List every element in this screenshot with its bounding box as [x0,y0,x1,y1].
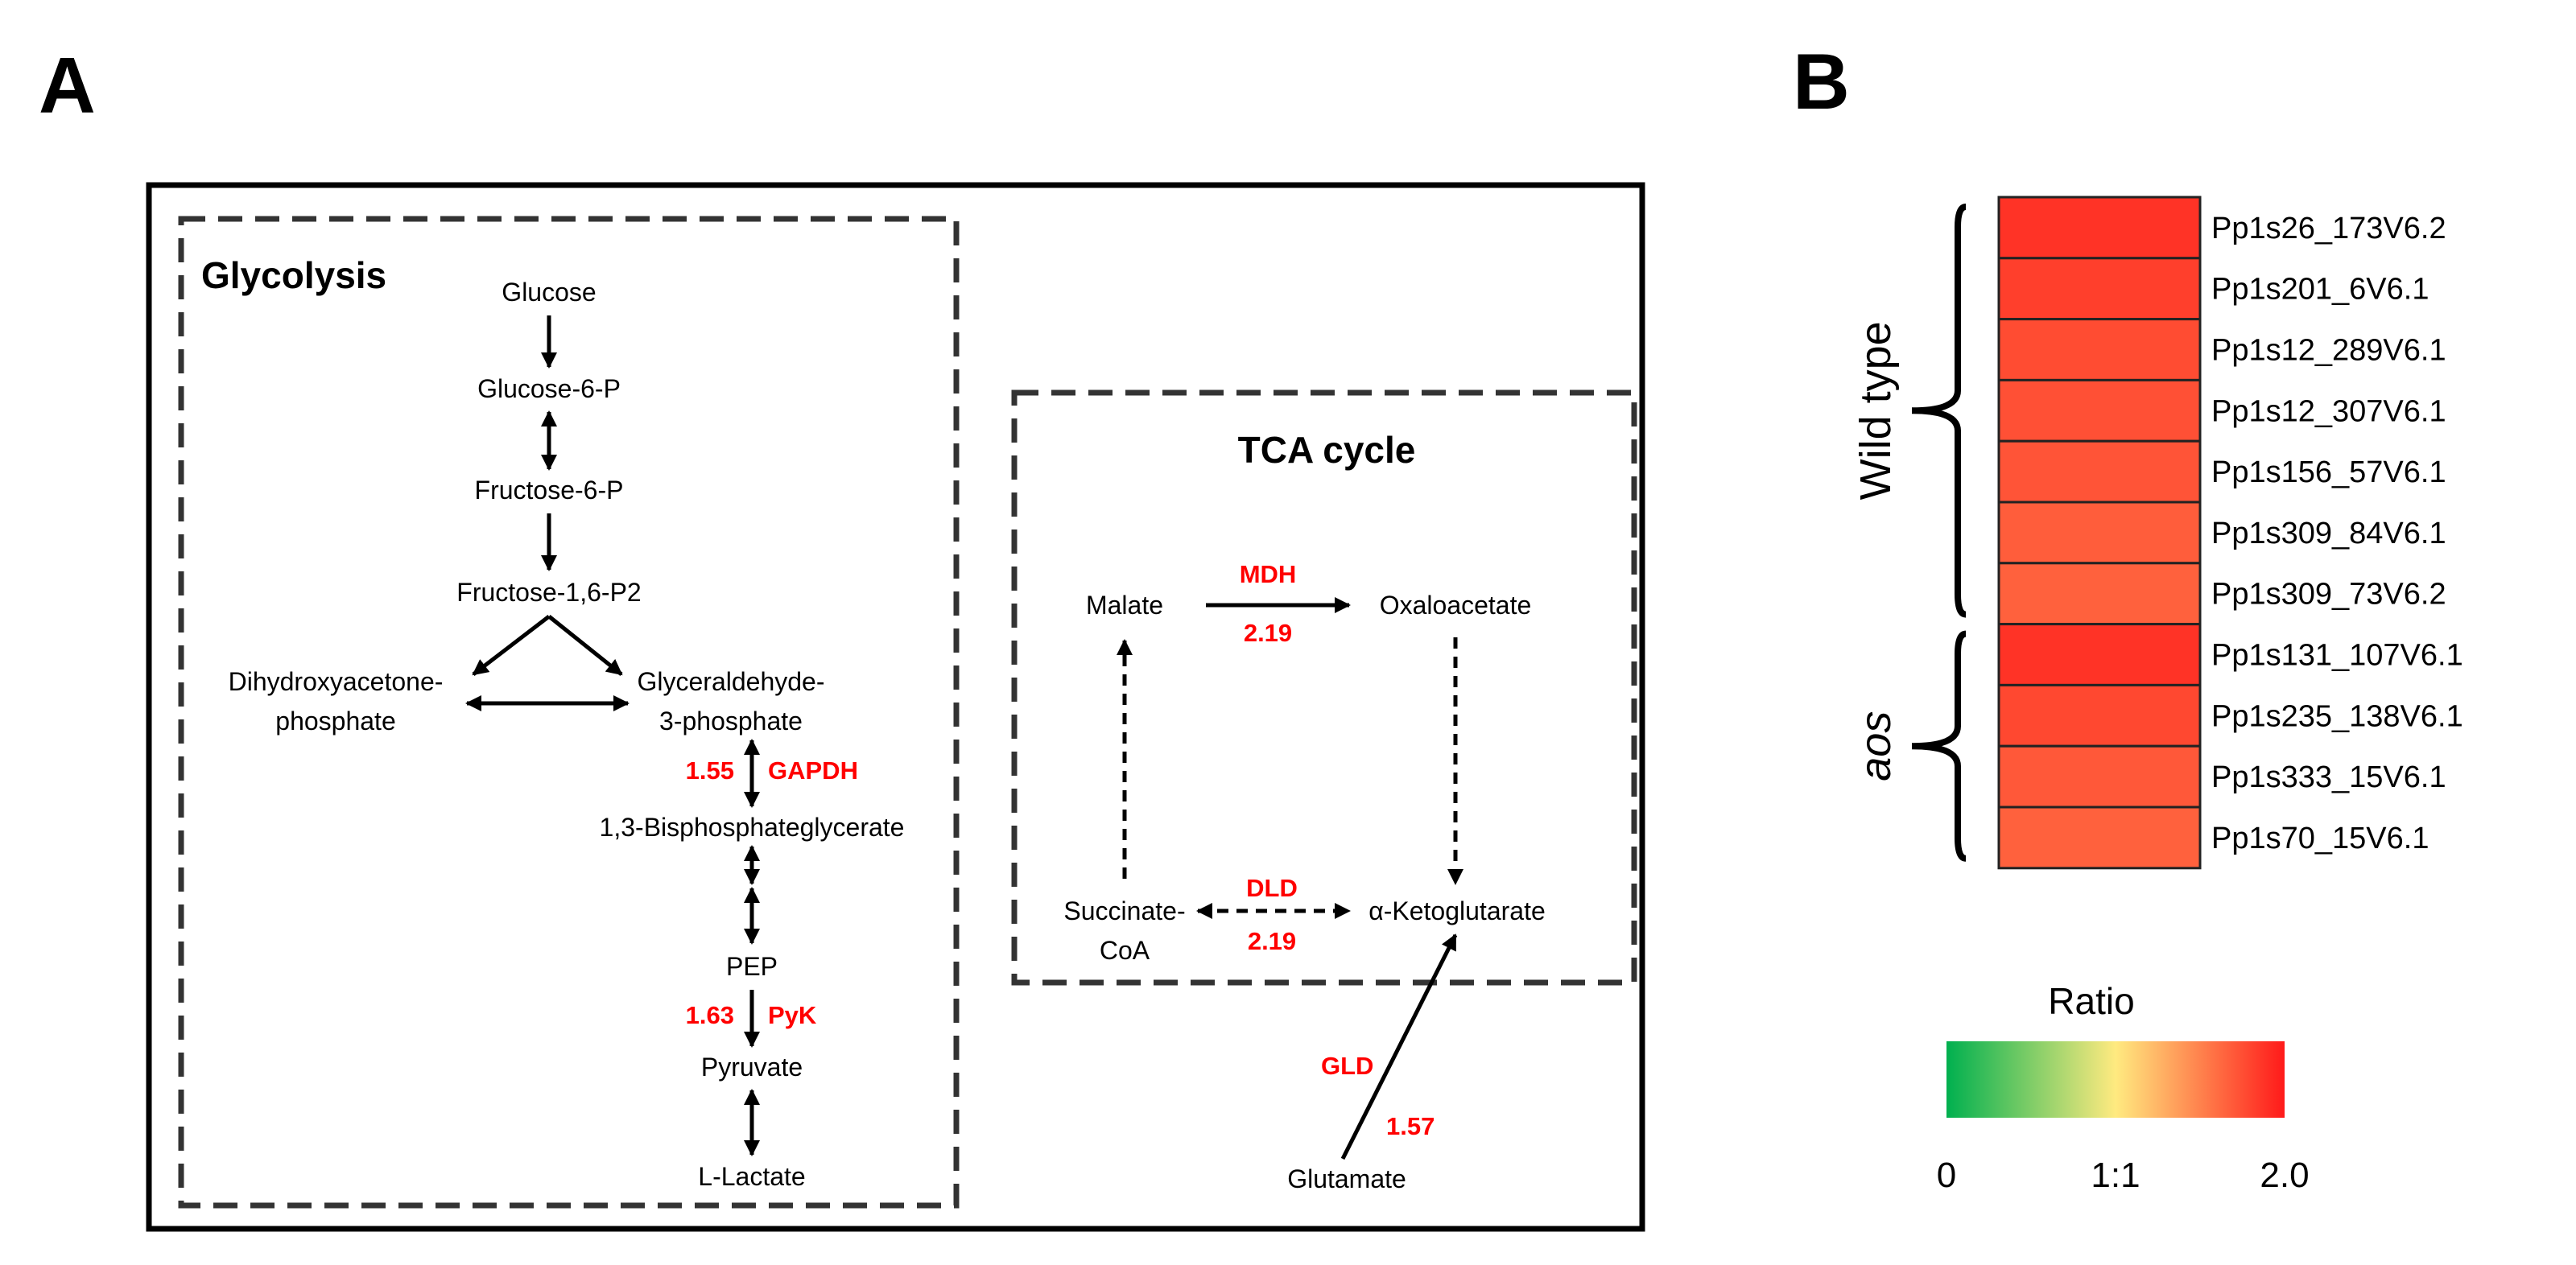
gapdh-value: 1.55 [686,756,734,785]
group-label: aos [1852,711,1900,781]
gene-label: Pp1s309_84V6.1 [2211,517,2446,550]
heatmap-cell [1997,744,2202,809]
bisphosphoglycerate-label: 1,3-Bisphosphateglycerate [600,813,905,842]
legend-mid-label: 1:1 [2091,1156,2140,1195]
legend-min-label: 0 [1937,1156,1956,1195]
gld-value: 1.57 [1386,1112,1435,1140]
mdh-name: MDH [1240,560,1297,588]
oxaloacetate-label: Oxaloacetate [1380,591,1532,620]
pyk-name: PyK [768,1001,817,1029]
glutamate-label: Glutamate [1287,1164,1406,1193]
dld-value: 2.19 [1248,927,1296,955]
gene-label: Pp1s12_289V6.1 [2211,334,2446,368]
fructose-6-p-label: Fructose-6-P [475,476,624,505]
gene-label: Pp1s131_107V6.1 [2211,639,2463,673]
pyk-value: 1.63 [686,1001,734,1029]
heatmap-cell [1997,501,2202,565]
panel-b-label: B [1793,37,1850,126]
alpha-ketoglutarate-label: α-Ketoglutarate [1368,896,1546,925]
mdh-value: 2.19 [1244,619,1292,647]
tca-cycle-title: TCA cycle [1238,429,1416,471]
glycolysis-title: Glycolysis [201,254,386,296]
g3p-label-line1: Glyceraldehyde- [638,667,825,696]
tca-cycle-box [1011,389,1637,986]
fructose-1-6-p2-label: Fructose-1,6-P2 [456,578,641,607]
gene-label: Pp1s156_57V6.1 [2211,455,2446,489]
glucose-6-p-label: Glucose-6-P [477,374,621,403]
gene-label: Pp1s12_307V6.1 [2211,394,2446,428]
gene-label: Pp1s26_173V6.2 [2211,212,2446,245]
pep-label: PEP [726,952,778,981]
panel-a-frame [146,182,1645,1232]
dld-name: DLD [1246,874,1298,902]
gene-label: Pp1s235_138V6.1 [2211,699,2463,733]
l-lactate-label: L-Lactate [698,1162,805,1191]
gene-label: Pp1s309_73V6.2 [2211,578,2446,612]
gld-name: GLD [1321,1052,1373,1080]
gene-label: Pp1s201_6V6.1 [2211,273,2429,307]
glucose-label: Glucose [502,278,596,307]
heatmap-cell [1997,562,2202,626]
legend-color-bar [1946,1041,2285,1118]
gapdh-name: GAPDH [768,756,858,785]
heatmap-cell [1997,196,2202,260]
group-bracket [1911,630,1967,862]
heatmap-cell [1997,806,2202,870]
group-label: Wild type [1852,321,1900,500]
succinate-coa-label-line1: Succinate- [1063,896,1185,925]
heatmap-cell [1997,378,2202,443]
g3p-label-line2: 3-phosphate [659,707,803,736]
arrow-f16p2-to-dhap [472,615,551,676]
succinate-coa-label-line2: CoA [1100,936,1150,965]
heatmap-cell [1997,257,2202,321]
dhap-label-line1: Dihydroxyacetone- [229,667,444,696]
glycolysis-box [178,216,960,1209]
legend-title: Ratio [2048,980,2134,1022]
malate-label: Malate [1086,591,1163,620]
heatmap-cell [1997,683,2202,748]
group-brackets: Wild type aos [1852,204,1967,862]
gene-label: Pp1s70_15V6.1 [2211,822,2429,855]
heatmap-cell [1997,318,2202,381]
panel-a-label: A [39,41,96,130]
dhap-label-line2: phosphate [275,707,395,736]
heatmap-cell [1997,439,2202,504]
arrow-glutamate-to-akg [1340,933,1458,1160]
legend-max-label: 2.0 [2260,1156,2309,1195]
heatmap-cell [1997,623,2202,686]
arrow-f16p2-to-g3p [547,615,623,676]
pyruvate-label: Pyruvate [701,1053,803,1082]
group-bracket [1911,204,1967,618]
gene-label: Pp1s333_15V6.1 [2211,760,2446,794]
heatmap: Pp1s26_173V6.2Pp1s201_6V6.1Pp1s12_289V6.… [1997,196,2463,870]
